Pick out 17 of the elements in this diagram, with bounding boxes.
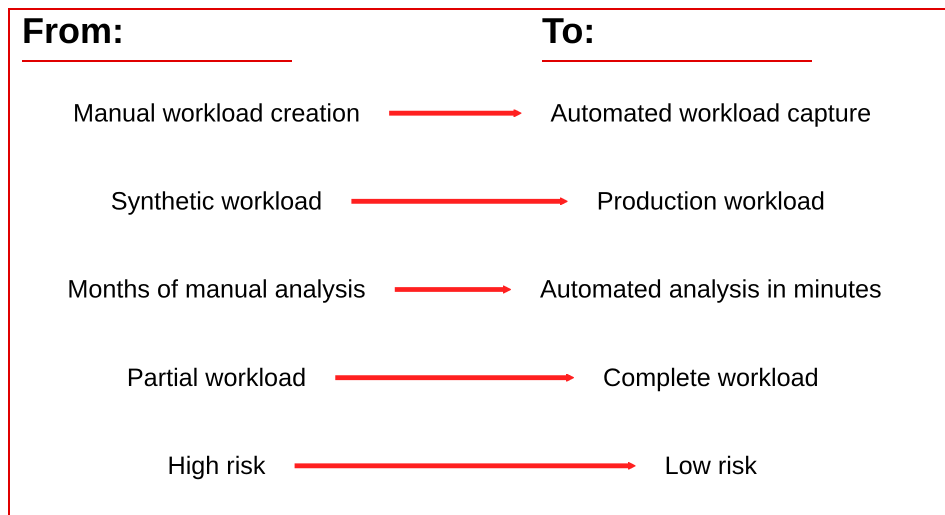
node-text: Production workload	[596, 186, 825, 216]
node-text: Complete workload	[602, 362, 819, 392]
node-text: Manual workload creation	[72, 98, 360, 128]
arrow	[394, 285, 512, 294]
node-text: Automated workload capture	[550, 98, 872, 128]
arrow	[294, 462, 636, 470]
node-text: Automated analysis in minutes	[540, 274, 882, 304]
column-heading: From:	[22, 10, 292, 62]
column-heading: To:	[542, 10, 812, 62]
arrow	[351, 197, 568, 206]
node-text: Synthetic workload	[110, 186, 322, 216]
node-text: Partial workload	[126, 362, 306, 392]
node-text: Low risk	[664, 450, 757, 480]
arrow	[335, 373, 574, 382]
node-text: High risk	[168, 450, 266, 480]
node-text: Months of manual analysis	[67, 274, 366, 304]
arrow	[389, 108, 522, 118]
